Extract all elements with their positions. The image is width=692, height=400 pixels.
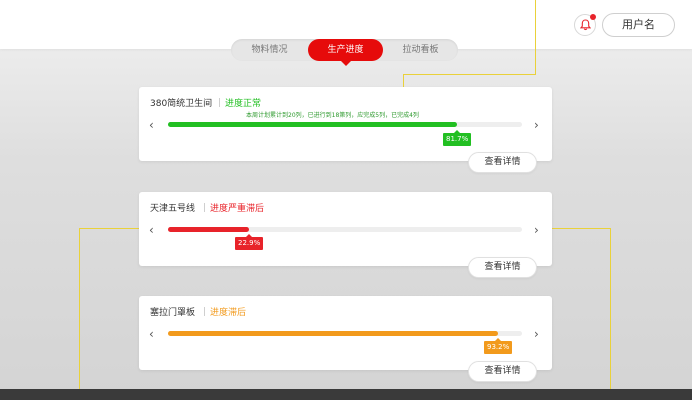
progress-label: 22.9% <box>235 234 264 250</box>
progress-track <box>168 331 522 336</box>
line-name: 塞拉门罩板 <box>150 308 196 318</box>
line-name: 380简统卫生间 <box>150 99 213 109</box>
progress-fill <box>168 331 498 336</box>
divider <box>204 307 205 316</box>
view-tabs: 物料情况 生产进度 拉动看板 <box>231 39 458 66</box>
status-badge: 进度滞后 <box>210 308 247 318</box>
guide-line <box>403 74 536 75</box>
progress-track <box>168 227 522 232</box>
status-badge: 进度严重滞后 <box>210 204 265 214</box>
tab-materials[interactable]: 物料情况 <box>251 45 288 55</box>
next-arrow-icon[interactable]: › <box>534 223 539 237</box>
progress-label: 93.2% <box>484 338 513 354</box>
tab-pull-board[interactable]: 拉动看板 <box>402 45 439 55</box>
view-details-button[interactable]: 查看详情 <box>468 257 537 278</box>
guide-line <box>543 228 611 229</box>
notification-button[interactable] <box>574 14 596 36</box>
notification-dot <box>590 14 596 20</box>
view-details-button[interactable]: 查看详情 <box>468 361 537 382</box>
production-line-card: 塞拉门罩板 进度滞后 ‹ › 93.2% 查看详情 <box>139 296 552 382</box>
bell-icon <box>580 19 591 31</box>
prev-arrow-icon[interactable]: ‹ <box>149 223 154 237</box>
production-line-card: 380简统卫生间 进度正常 ‹ › 81.7% 查看详情 <box>139 87 552 173</box>
progress-label: 81.7% <box>443 130 472 146</box>
guide-line <box>610 228 611 400</box>
line-name: 天津五号线 <box>150 204 196 214</box>
prev-arrow-icon[interactable]: ‹ <box>149 327 154 341</box>
next-arrow-icon[interactable]: › <box>534 118 539 132</box>
guide-line <box>79 228 145 229</box>
divider <box>204 203 205 212</box>
progress-track <box>168 122 522 127</box>
view-details-button[interactable]: 查看详情 <box>468 152 537 173</box>
progress-note: 本周计划累计到20列，已进行到18第列，应完成5列，已完成4列 <box>246 112 419 119</box>
progress-fill <box>168 122 457 127</box>
footer-bar <box>0 389 692 400</box>
production-line-card: 天津五号线 进度严重滞后 ‹ › 22.9% 查看详情 <box>139 192 552 278</box>
prev-arrow-icon[interactable]: ‹ <box>149 118 154 132</box>
progress-fill <box>168 227 249 232</box>
tab-production-progress[interactable]: 生产进度 <box>308 39 383 66</box>
status-badge: 进度正常 <box>225 99 262 109</box>
guide-line <box>79 228 80 400</box>
divider <box>219 98 220 107</box>
guide-line <box>535 0 536 75</box>
user-menu-button[interactable]: 用户名 <box>602 13 675 37</box>
next-arrow-icon[interactable]: › <box>534 327 539 341</box>
